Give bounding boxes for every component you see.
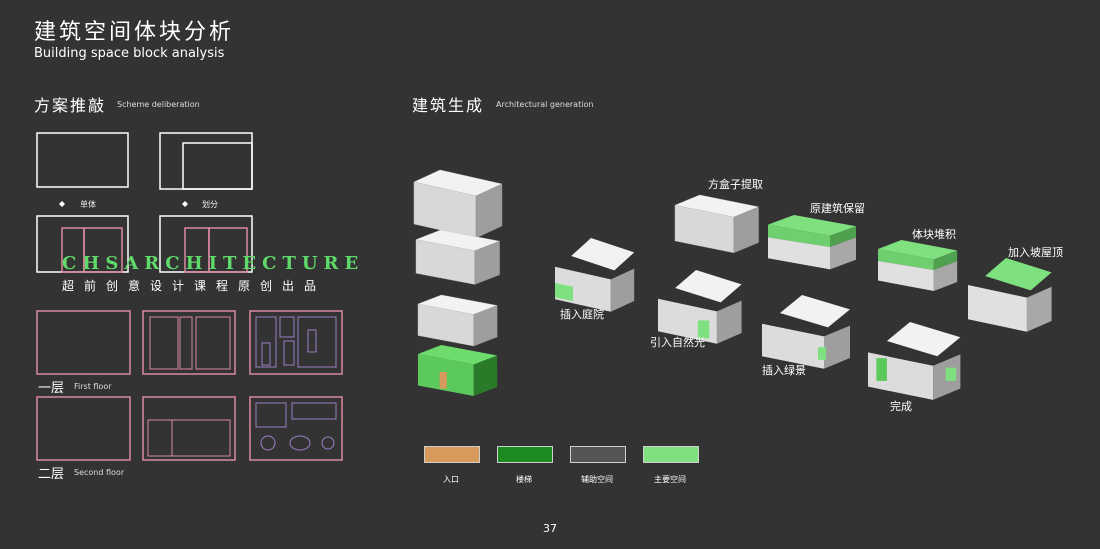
second-floor-label-cn: 二层 [38, 467, 65, 482]
step-natural-light: 引入自然光 [650, 336, 705, 349]
second-floor-plan-1 [36, 396, 131, 461]
natural-light [658, 270, 742, 344]
mass-3 [417, 294, 498, 347]
divide-inner-outline [182, 142, 253, 190]
bullet-diamond [182, 201, 188, 207]
legend-label-entrance: 入口 [443, 475, 459, 484]
box-extract [674, 194, 759, 254]
page-subtitle: Building space block analysis [34, 46, 225, 61]
step-box-extract: 方盒子提取 [708, 178, 763, 191]
first-floor-plan-1 [36, 310, 131, 375]
legend-swatch-main [643, 446, 699, 463]
second-floor-plan-3 [249, 396, 343, 461]
first-floor-plan-2 [142, 310, 236, 375]
step-landscape: 插入绿景 [762, 364, 806, 377]
first-floor-label-en: First floor [74, 382, 112, 391]
second-floor-label-en: Second floor [74, 468, 125, 477]
stack [878, 240, 958, 291]
generation-title: 建筑生成 [412, 96, 485, 115]
divide-label: 划分 [202, 200, 218, 209]
legend-label-auxiliary: 辅助空间 [581, 475, 613, 484]
legend-swatch-entrance [424, 446, 480, 463]
legend-swatch-stairs [497, 446, 553, 463]
step-courtyard: 插入庭院 [560, 308, 604, 321]
bullet-diamond [59, 201, 65, 207]
complete [868, 322, 961, 400]
step-stack: 体块堆积 [912, 228, 956, 241]
step-complete: 完成 [890, 400, 912, 413]
legend-label-stairs: 楼梯 [516, 475, 532, 484]
single-block-outline [36, 132, 129, 188]
mass-1 [413, 169, 503, 239]
mass-4 [418, 345, 498, 396]
generation-diagrams [413, 169, 1052, 400]
generation-subtitle: Architectural generation [496, 100, 594, 109]
retain [768, 215, 856, 270]
legend-label-main: 主要空间 [654, 475, 686, 484]
page-title: 建筑空间体块分析 [34, 20, 235, 45]
first-floor-label-cn: 一层 [38, 381, 65, 396]
page-number: 37 [543, 522, 557, 535]
step-roof: 加入坡屋顶 [1008, 246, 1063, 259]
step-retain: 原建筑保留 [810, 202, 865, 215]
roof [968, 258, 1052, 332]
courtyard [555, 238, 635, 312]
watermark-cn: 超前创意设计课程原创出品 [62, 279, 327, 293]
scheme-subtitle: Scheme deliberation [117, 100, 200, 109]
first-floor-plan-3 [249, 310, 343, 375]
scheme-diagrams [36, 132, 343, 461]
single-label: 单体 [80, 200, 96, 209]
legend-swatch-auxiliary [570, 446, 626, 463]
second-floor-plan-2 [142, 396, 236, 461]
scheme-title: 方案推敲 [34, 96, 107, 115]
watermark-en: CHSARCHITECTURE [62, 253, 365, 274]
mass-2 [415, 229, 500, 285]
divide-block-outline [159, 132, 253, 190]
landscape [762, 295, 850, 369]
